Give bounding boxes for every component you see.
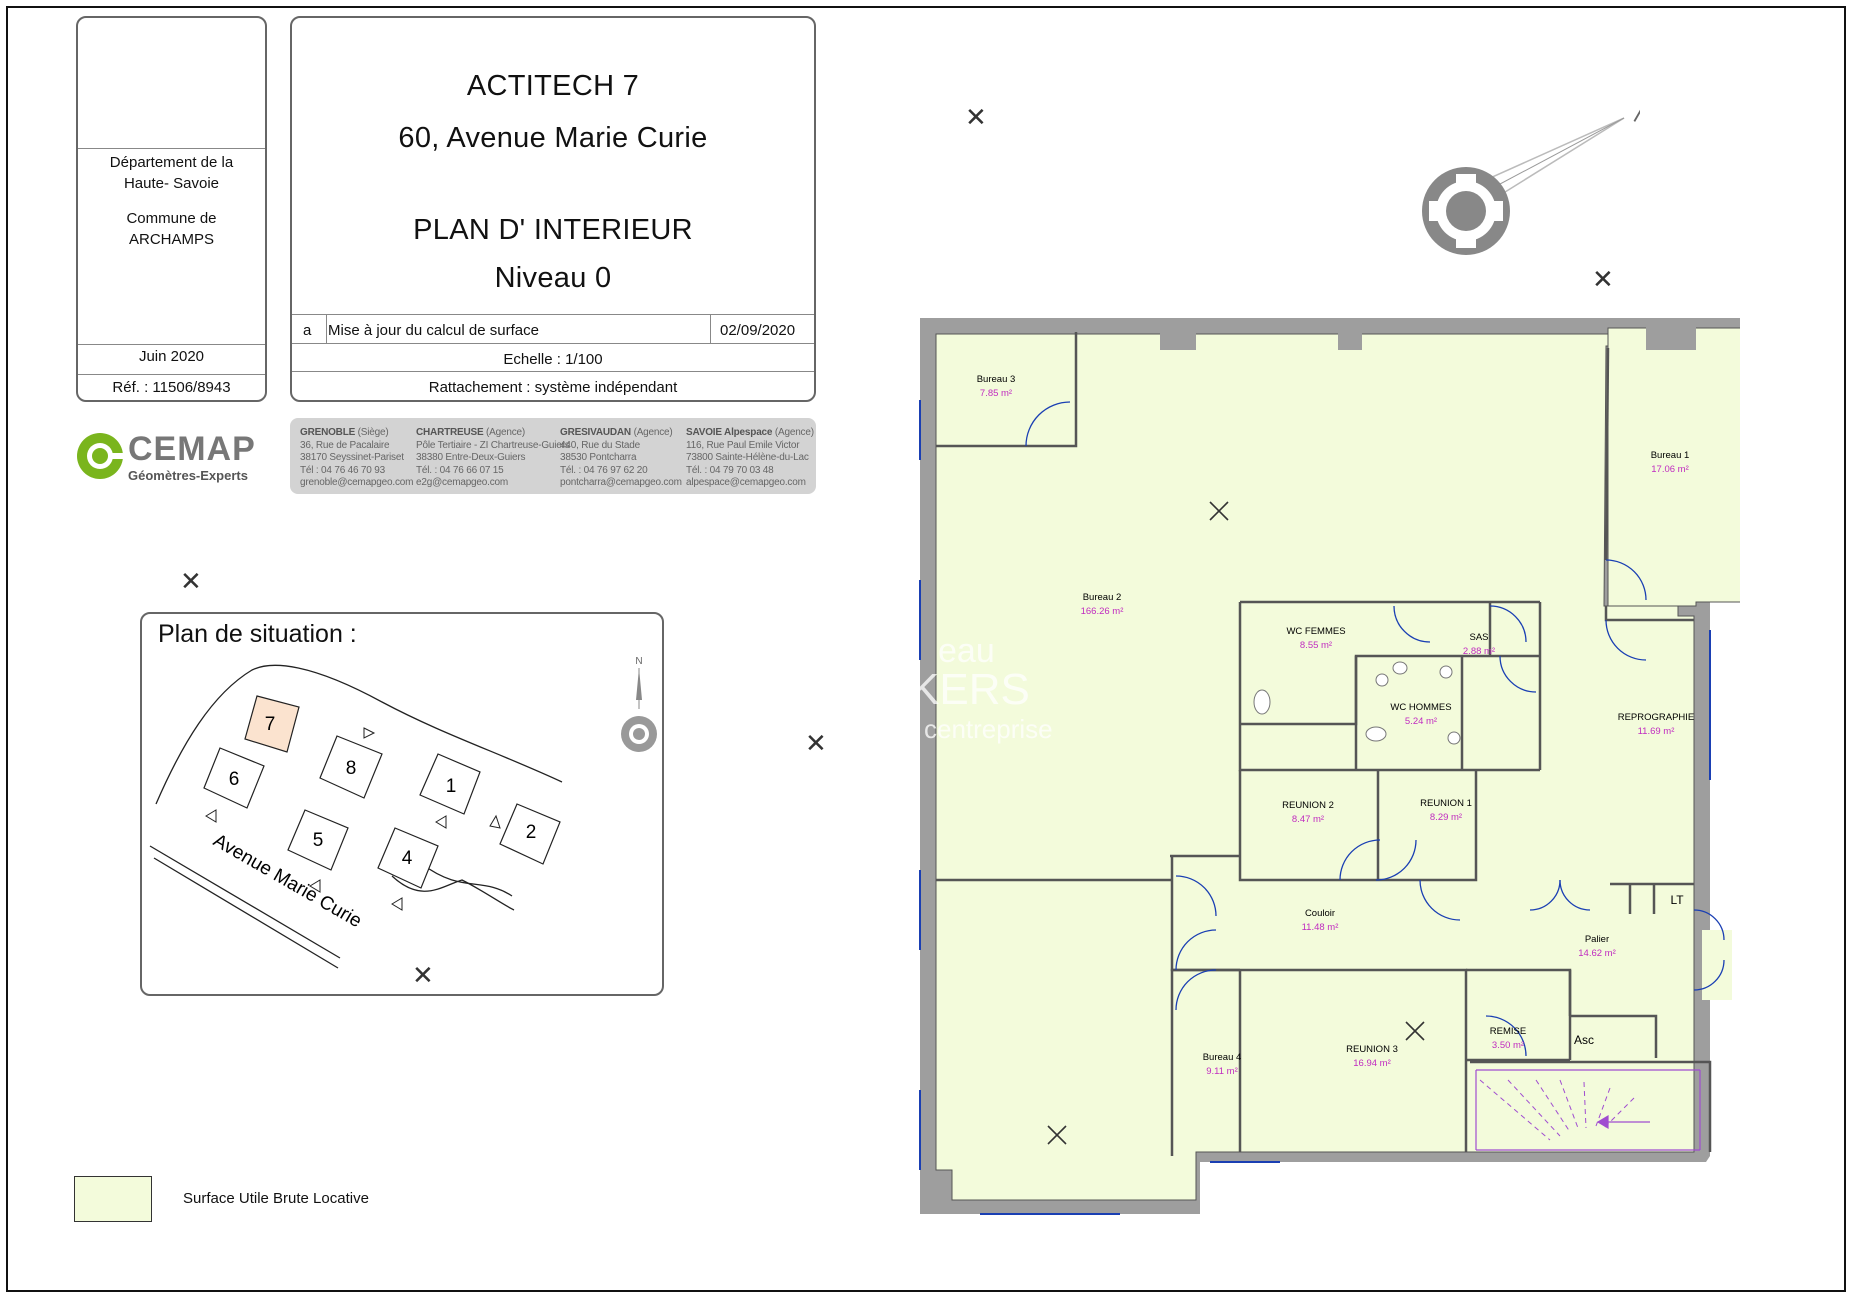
room-wc-hommes: WC HOMMES bbox=[1390, 702, 1451, 713]
divider bbox=[292, 343, 814, 344]
room-palier-area: 14.62 m² bbox=[1578, 948, 1616, 959]
room-wc-hommes-area: 5.24 m² bbox=[1405, 716, 1437, 727]
room-reprographie: REPROGRAPHIE bbox=[1618, 712, 1695, 723]
building-address: 60, Avenue Marie Curie bbox=[398, 122, 708, 154]
site-building-6: 6 bbox=[203, 747, 265, 823]
cemap-logo-icon bbox=[77, 433, 126, 479]
room-bureau-1: Bureau 1 bbox=[1651, 450, 1690, 461]
room-bureau-4-area: 9.11 m² bbox=[1206, 1066, 1238, 1077]
room-sas-area: 2.88 m² bbox=[1463, 646, 1495, 657]
revision-index: a bbox=[303, 322, 312, 339]
lt-label: LT bbox=[1670, 893, 1684, 907]
divider bbox=[326, 314, 327, 343]
room-labels: Bureau 3 7.85 m² Bureau 2 166.26 m² Bure… bbox=[977, 374, 1695, 1077]
room-remise: REMISE bbox=[1490, 1026, 1526, 1037]
plan-attachment: Rattachement : système indépendant bbox=[428, 379, 678, 396]
site-building-7: 7 bbox=[244, 695, 300, 753]
cemap-logo: CEMAP Géomètres-Experts bbox=[74, 428, 274, 484]
divider bbox=[78, 344, 265, 345]
building-name: ACTITECH 7 bbox=[466, 70, 640, 102]
legend-label: Surface Utile Brute Locative bbox=[183, 1190, 369, 1207]
situation-map: Plan de situation : 7 6 8 1 bbox=[140, 612, 664, 996]
room-bureau-3: Bureau 3 bbox=[977, 374, 1016, 385]
drawing-frame bbox=[6, 6, 1846, 1292]
site-north-arrow-icon: N bbox=[621, 656, 657, 752]
survey-cross-icon: ✕ bbox=[805, 728, 827, 758]
site-building-2: 2 bbox=[489, 803, 561, 865]
agencies-band: GRENOBLE (Siège) 36, Rue de Pacalaire 38… bbox=[290, 418, 816, 494]
svg-text:KERS: KERS bbox=[910, 665, 1030, 714]
department: Département de la Haute- Savoie bbox=[109, 154, 234, 192]
site-building-5: 5 bbox=[287, 809, 349, 893]
plan-scale: Echelle : 1/100 bbox=[503, 351, 603, 368]
svg-text:4: 4 bbox=[402, 848, 413, 869]
room-reunion-1: REUNION 1 bbox=[1420, 798, 1472, 809]
survey-cross-icon: ✕ bbox=[180, 566, 202, 596]
svg-text:8: 8 bbox=[346, 758, 357, 779]
site-building-4: 4 bbox=[377, 827, 439, 911]
agency-savoie: SAVOIE Alpespace (Agence) 116, Rue Paul … bbox=[686, 427, 814, 488]
site-building-8: 8 bbox=[319, 727, 383, 799]
divider bbox=[710, 314, 711, 343]
room-bureau-2-area: 166.26 m² bbox=[1081, 606, 1124, 617]
room-bureau-3-area: 7.85 m² bbox=[980, 388, 1012, 399]
divider bbox=[292, 371, 814, 372]
floor-plan: Bureau 3 7.85 m² Bureau 2 166.26 m² Bure… bbox=[910, 318, 1740, 1215]
situation-drawing: 7 6 8 1 5 4 2 bbox=[149, 656, 657, 969]
divider bbox=[78, 148, 265, 149]
room-bureau-4: Bureau 4 bbox=[1203, 1052, 1242, 1063]
room-reunion-3: REUNION 3 bbox=[1346, 1044, 1398, 1055]
room-bureau-1-area: 17.06 m² bbox=[1651, 464, 1689, 475]
divider bbox=[292, 314, 814, 315]
title-left-box: Département de la Haute- Savoie Commune … bbox=[76, 16, 267, 402]
svg-text:2: 2 bbox=[526, 822, 537, 843]
room-wc-femmes-area: 8.55 m² bbox=[1300, 640, 1332, 651]
room-palier: Palier bbox=[1585, 934, 1609, 945]
svg-text:5: 5 bbox=[313, 830, 324, 851]
street-label: Avenue Marie Curie bbox=[210, 830, 366, 932]
plan-title: PLAN D' INTERIEUR bbox=[413, 214, 693, 246]
plan-level: Niveau 0 bbox=[494, 262, 612, 294]
compass-north-icon: N bbox=[1422, 103, 1641, 255]
survey-cross-icon: ✕ bbox=[412, 960, 434, 990]
svg-text:6: 6 bbox=[229, 769, 240, 790]
svg-text:N: N bbox=[635, 656, 642, 667]
reference-number: Réf. : 11506/8943 bbox=[112, 379, 231, 396]
lift-label: Asc bbox=[1574, 1033, 1594, 1047]
room-couloir: Couloir bbox=[1305, 908, 1335, 919]
company-tagline: Géomètres-Experts bbox=[128, 468, 248, 483]
svg-text:N: N bbox=[1630, 103, 1641, 133]
room-couloir-area: 11.48 m² bbox=[1302, 922, 1339, 933]
room-reunion-3-area: 16.94 m² bbox=[1353, 1058, 1391, 1069]
revision-text: Mise à jour du calcul de surface bbox=[328, 322, 539, 339]
plan-date: Juin 2020 bbox=[138, 348, 205, 365]
agency-grenoble: GRENOBLE (Siège) 36, Rue de Pacalaire 38… bbox=[300, 427, 414, 488]
svg-text:centreprise: centreprise bbox=[924, 714, 1053, 744]
room-wc-femmes: WC FEMMES bbox=[1286, 626, 1345, 637]
agency-chartreuse: CHARTREUSE (Agence) Pôle Tertiaire - ZI … bbox=[416, 427, 570, 488]
divider bbox=[78, 374, 265, 375]
room-reunion-2: REUNION 2 bbox=[1282, 800, 1334, 811]
situation-title: Plan de situation : bbox=[158, 620, 357, 648]
room-reunion-1-area: 8.29 m² bbox=[1430, 812, 1462, 823]
survey-cross-icon: ✕ bbox=[1592, 264, 1614, 294]
watermark: eau KERS centreprise bbox=[910, 632, 1053, 744]
room-bureau-2: Bureau 2 bbox=[1083, 592, 1122, 603]
room-remise-area: 3.50 m² bbox=[1492, 1040, 1524, 1051]
svg-text:1: 1 bbox=[446, 776, 457, 797]
agency-gresivaudan: GRESIVAUDAN (Agence) 440, Rue du Stade 3… bbox=[560, 427, 682, 488]
title-main-box: ACTITECH 7 60, Avenue Marie Curie PLAN D… bbox=[290, 16, 816, 402]
commune: Commune de ARCHAMPS bbox=[126, 210, 217, 248]
svg-text:7: 7 bbox=[265, 714, 276, 735]
room-reprographie-area: 11.69 m² bbox=[1638, 726, 1675, 737]
revision-date: 02/09/2020 bbox=[720, 322, 796, 339]
room-reunion-2-area: 8.47 m² bbox=[1292, 814, 1324, 825]
survey-cross-icon: ✕ bbox=[965, 102, 987, 132]
svg-text:eau: eau bbox=[938, 632, 995, 670]
company-name: CEMAP bbox=[128, 430, 256, 468]
room-sas: SAS bbox=[1469, 632, 1488, 643]
site-building-1: 1 bbox=[419, 753, 481, 829]
legend-swatch bbox=[74, 1176, 152, 1222]
